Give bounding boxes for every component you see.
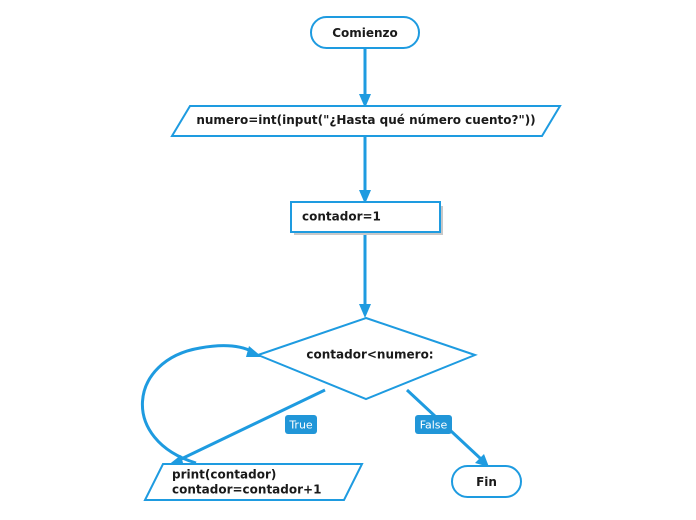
node-end[interactable]: Fin xyxy=(451,465,522,498)
node-start[interactable]: Comienzo xyxy=(310,16,420,49)
node-output-label-line2: contador=contador+1 xyxy=(172,483,321,497)
node-input[interactable]: numero=int(input("¿Hasta qué número cuen… xyxy=(170,105,562,137)
node-init-label: contador=1 xyxy=(302,210,381,224)
node-output-label-line1: print(contador) xyxy=(172,468,276,482)
node-decision[interactable]: contador<numero: xyxy=(255,316,478,401)
node-output[interactable]: print(contador) contador=contador+1 xyxy=(143,463,364,501)
connector-init-to-decision xyxy=(359,232,371,318)
node-start-label: Comienzo xyxy=(332,26,398,40)
connector-input-to-init xyxy=(359,137,371,204)
node-input-label: numero=int(input("¿Hasta qué número cuen… xyxy=(196,113,535,127)
badge-true-label: True xyxy=(288,419,313,432)
node-decision-label: contador<numero: xyxy=(306,348,433,362)
connector-loop-back xyxy=(141,344,262,465)
connector-start-to-input xyxy=(359,48,371,108)
node-end-label: Fin xyxy=(476,475,497,489)
badge-true[interactable]: True xyxy=(285,415,317,434)
node-init[interactable]: contador=1 xyxy=(290,201,443,235)
badge-false-label: False xyxy=(420,419,448,432)
badge-false[interactable]: False xyxy=(415,415,452,434)
